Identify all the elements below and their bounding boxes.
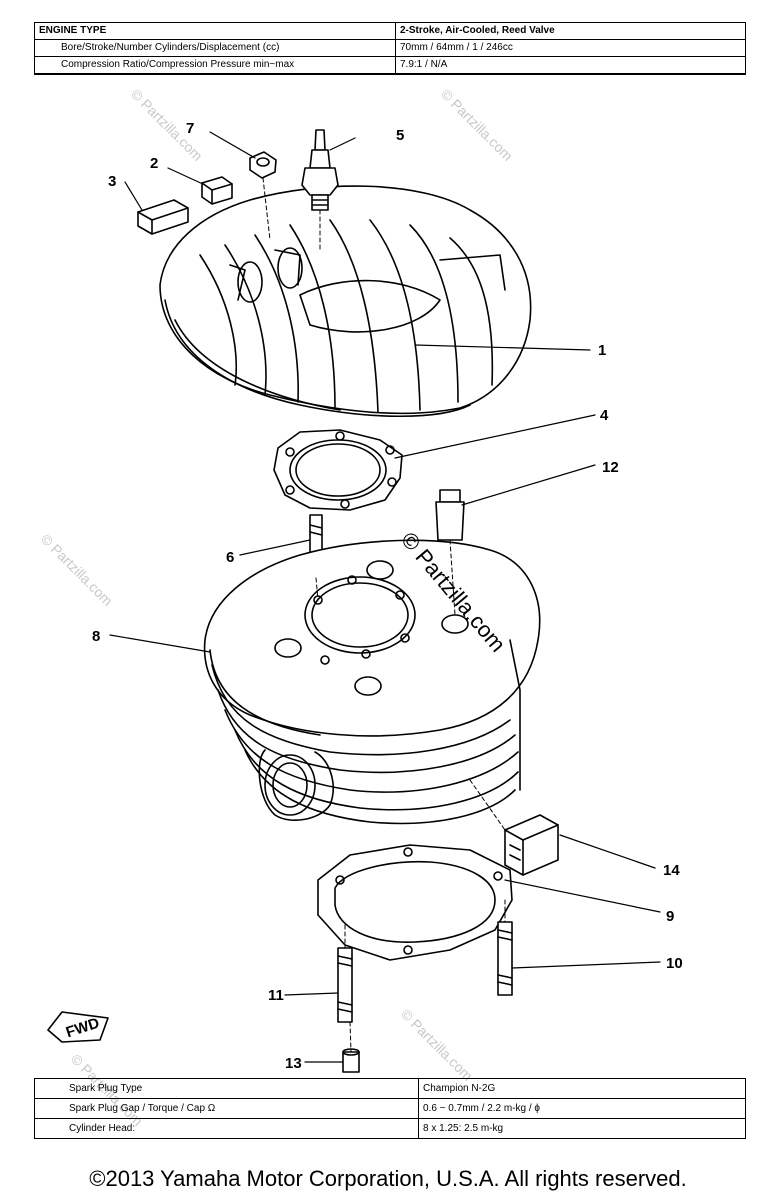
cylinder-head (159, 185, 532, 418)
watermark: © Partzilla.com (38, 531, 116, 609)
cylinder-plug (435, 489, 465, 541)
stud-11 (337, 947, 353, 1023)
spec-value: 70mm / 64mm / 1 / 246cc (395, 39, 746, 57)
spec-label: Spark Plug Type (34, 1078, 419, 1099)
spec-label: Cylinder Head: (34, 1118, 419, 1139)
callout-12: 12 (602, 459, 619, 476)
callout-10: 10 (666, 955, 683, 972)
spec-label: Spark Plug Gap / Torque / Cap Ω (34, 1098, 419, 1119)
engine-spec-table: ENGINE TYPE 2-Stroke, Air-Cooled, Reed V… (34, 22, 746, 75)
base-gasket (317, 844, 513, 961)
spark-plug-spec-table: Spark Plug Type Champion N-2G Spark Plug… (34, 1078, 746, 1139)
head-gasket (273, 429, 403, 511)
spec-value: Champion N-2G (418, 1078, 746, 1099)
callout-5: 5 (396, 127, 404, 144)
stud-10 (497, 921, 513, 996)
watermark: © Partzilla.com (438, 86, 516, 164)
table-row: Cylinder Head: 8 x 1.25: 2.5 m-kg (34, 1118, 746, 1139)
table-row: Spark Plug Type Champion N-2G (34, 1078, 746, 1099)
fwd-arrow-icon (47, 1011, 109, 1043)
table-row: Spark Plug Gap / Torque / Cap Ω 0.6 ~ 0.… (34, 1098, 746, 1119)
spec-value: 8 x 1.25: 2.5 m-kg (418, 1118, 746, 1139)
callout-8: 8 (92, 628, 100, 645)
callout-7: 7 (186, 120, 194, 137)
damper-large (137, 199, 189, 235)
spec-value: 7.9:1 / N/A (395, 56, 746, 75)
callout-2: 2 (150, 155, 158, 172)
spark-plug (301, 129, 339, 211)
table-row: Bore/Stroke/Number Cylinders/Displacemen… (34, 39, 746, 57)
callout-6: 6 (226, 549, 234, 566)
callout-14: 14 (663, 862, 680, 879)
callout-9: 9 (666, 908, 674, 925)
callout-4: 4 (600, 407, 609, 424)
callout-1: 1 (598, 342, 606, 359)
dowel-pin (342, 1048, 360, 1073)
fin-damper (504, 814, 559, 876)
table-row: Compression Ratio/Compression Pressure m… (34, 56, 746, 75)
callout-11: 11 (268, 987, 284, 1004)
callout-13: 13 (285, 1055, 302, 1072)
cylinder-block (203, 539, 541, 825)
callout-3: 3 (108, 173, 116, 190)
copyright-notice: ©2013 Yamaha Motor Corporation, U.S.A. A… (89, 1166, 687, 1191)
damper-small (201, 176, 233, 205)
spec-label: Compression Ratio/Compression Pressure m… (34, 56, 396, 75)
spec-label: Bore/Stroke/Number Cylinders/Displacemen… (34, 39, 396, 57)
spec-value: 0.6 ~ 0.7mm / 2.2 m-kg / ϕ (418, 1098, 746, 1119)
head-nut (249, 151, 277, 179)
watermark: © Partzilla.com (398, 1006, 476, 1084)
